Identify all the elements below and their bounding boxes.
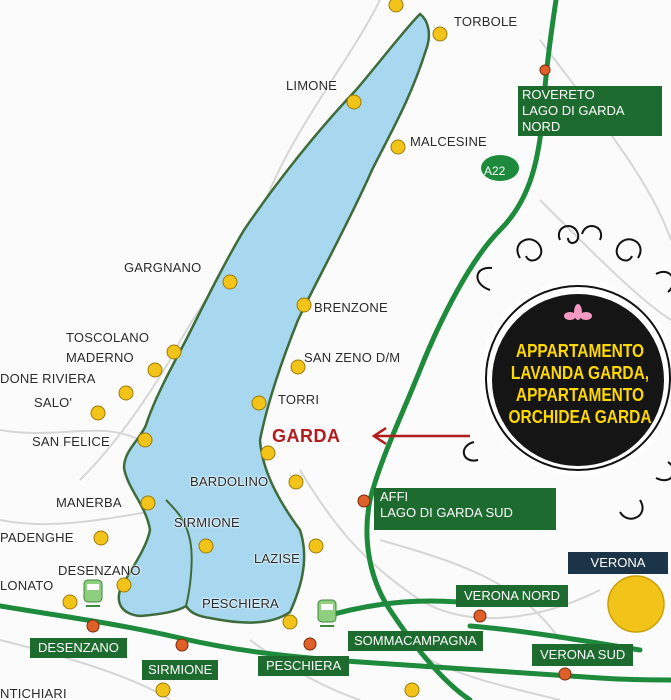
town-brenzone: BRENZONE (314, 300, 388, 315)
exit-verona-nord: VERONA NORD (456, 585, 569, 607)
town-padenghe: PADENGHE (0, 530, 74, 545)
town-peschiera: PESCHIERA (202, 596, 279, 611)
promo-line-1: APPARTAMENTO (515, 341, 645, 361)
promo-line-3: APPARTAMENTO (515, 385, 645, 405)
town-gargnano: GARGNANO (124, 260, 202, 275)
exit-rovereto: ROVERETO LAGO DI GARDA NORD (518, 86, 662, 136)
promo-line-4: ORCHIDEA GARDA (508, 407, 652, 427)
promo-line-2: LAVANDA GARDA, (510, 363, 650, 383)
verona-city-label: VERONA (568, 552, 668, 574)
town-lonato: LONATO (0, 578, 54, 593)
town-manerba: MANERBA (56, 495, 122, 510)
exit-sommacampagna: SOMMACAMPAGNA (348, 631, 483, 651)
exit-peschiera: PESCHIERA (258, 656, 350, 676)
exit-sirmione: SIRMIONE (142, 660, 219, 680)
town-san-zeno: SAN ZENO D/M (304, 350, 401, 365)
town-limone: LIMONE (286, 78, 338, 93)
town-montichiari: NTICHIARI (0, 686, 67, 700)
town-bardolino: BARDOLINO (190, 474, 269, 489)
train-icon-desenzano (83, 579, 103, 607)
exit-desenzano: DESENZANO (30, 638, 127, 658)
destination-garda: GARDA (272, 426, 341, 446)
verona-circle (607, 575, 665, 633)
exit-affi: AFFI LAGO DI GARDA SUD (374, 488, 556, 530)
promo-text: APPARTAMENTO LAVANDA GARDA, APPARTAMENTO… (506, 340, 654, 428)
town-san-felice: SAN FELICE (32, 434, 110, 449)
town-malcesine: MALCESINE (410, 134, 487, 149)
town-maderno: MADERNO (66, 350, 134, 365)
town-lazise: LAZISE (254, 551, 300, 566)
promo-badge (463, 225, 671, 520)
town-gardone-riviera: DONE RIVIERA (0, 371, 96, 386)
a22-shield (481, 155, 519, 181)
train-icon-peschiera (317, 599, 337, 627)
town-torbole: TORBOLE (454, 14, 518, 29)
town-desenzano: DESENZANO (58, 563, 141, 578)
town-toscolano: TOSCOLANO (66, 330, 150, 345)
town-salo: SALO' (34, 395, 73, 410)
lake-garda (117, 12, 431, 624)
town-torri: TORRI (278, 392, 320, 407)
exit-verona-sud: VERONA SUD (532, 644, 634, 666)
a22-label: A22 (484, 164, 506, 178)
town-sirmione: SIRMIONE (174, 515, 240, 530)
